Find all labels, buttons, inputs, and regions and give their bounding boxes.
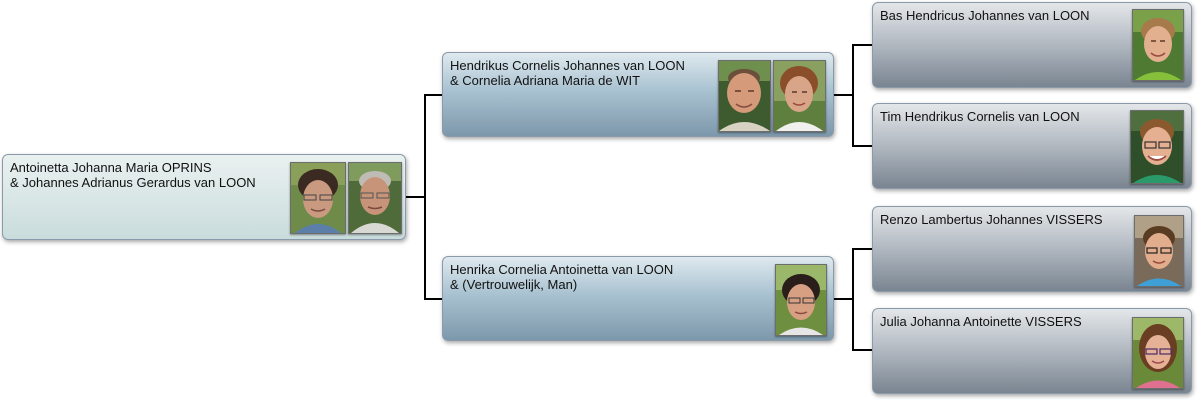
root-person-photo: [290, 162, 346, 234]
grandchild-photo-2: [1130, 110, 1184, 184]
connector-root-to-child2: [424, 298, 442, 300]
grandchild-box-1[interactable]: Bas Hendricus Johannes van LOON: [872, 2, 1192, 88]
child-couple-label-1: Hendrikus Cornelis Johannes van LOON & C…: [450, 58, 685, 88]
child-person-name-2: Henrika Cornelia Antoinetta van LOON: [450, 262, 674, 277]
grandchild-name-4: Julia Johanna Antoinette VISSERS: [880, 314, 1082, 329]
child-person-photo-2: [775, 264, 827, 336]
child-spouse-name-2: & (Vertrouwelijk, Man): [450, 277, 578, 292]
connector-root-to-child1: [424, 94, 442, 96]
grandchild-photo-4: [1132, 317, 1184, 389]
root-couple-box[interactable]: Antoinetta Johanna Maria OPRINS & Johann…: [2, 154, 406, 240]
grandchild-photo-1: [1132, 9, 1184, 81]
grandchild-name-1: Bas Hendricus Johannes van LOON: [880, 8, 1090, 23]
child-person-photo-1: [718, 60, 771, 132]
child-spouse-photo-1: [773, 60, 826, 132]
connector-child1-out: [834, 94, 854, 96]
connector-child2-to-gc3: [852, 248, 872, 250]
grandchild-box-3[interactable]: Renzo Lambertus Johannes VISSERS: [872, 206, 1192, 292]
grandchild-box-4[interactable]: Julia Johanna Antoinette VISSERS: [872, 308, 1192, 394]
child-person-name-1: Hendrikus Cornelis Johannes van LOON: [450, 58, 685, 73]
grandchild-name-2: Tim Hendrikus Cornelis van LOON: [880, 109, 1080, 124]
child-couple-label-2: Henrika Cornelia Antoinetta van LOON & (…: [450, 262, 673, 292]
grandchild-photo-3: [1134, 215, 1184, 287]
root-spouse-photo: [348, 162, 402, 234]
grandchild-box-2[interactable]: Tim Hendrikus Cornelis van LOON: [872, 103, 1192, 189]
root-spouse-name: & Johannes Adrianus Gerardus van LOON: [10, 175, 256, 190]
connector-root-vertical: [424, 94, 426, 300]
child-spouse-name-1: & Cornelia Adriana Maria de WIT: [450, 73, 641, 88]
connector-child1-to-gc2: [852, 145, 872, 147]
grandchild-name-3: Renzo Lambertus Johannes VISSERS: [880, 212, 1103, 227]
connector-root-out: [406, 196, 426, 198]
root-couple-label: Antoinetta Johanna Maria OPRINS & Johann…: [10, 160, 256, 190]
connector-child2-to-gc4: [852, 349, 872, 351]
root-person-name: Antoinetta Johanna Maria OPRINS: [10, 160, 212, 175]
connector-child2-out: [834, 298, 854, 300]
connector-child1-to-gc1: [852, 44, 872, 46]
connector-child2-vertical: [852, 248, 854, 351]
child-couple-box-1[interactable]: Hendrikus Cornelis Johannes van LOON & C…: [442, 52, 834, 137]
child-couple-box-2[interactable]: Henrika Cornelia Antoinetta van LOON & (…: [442, 256, 834, 341]
connector-child1-vertical: [852, 44, 854, 147]
